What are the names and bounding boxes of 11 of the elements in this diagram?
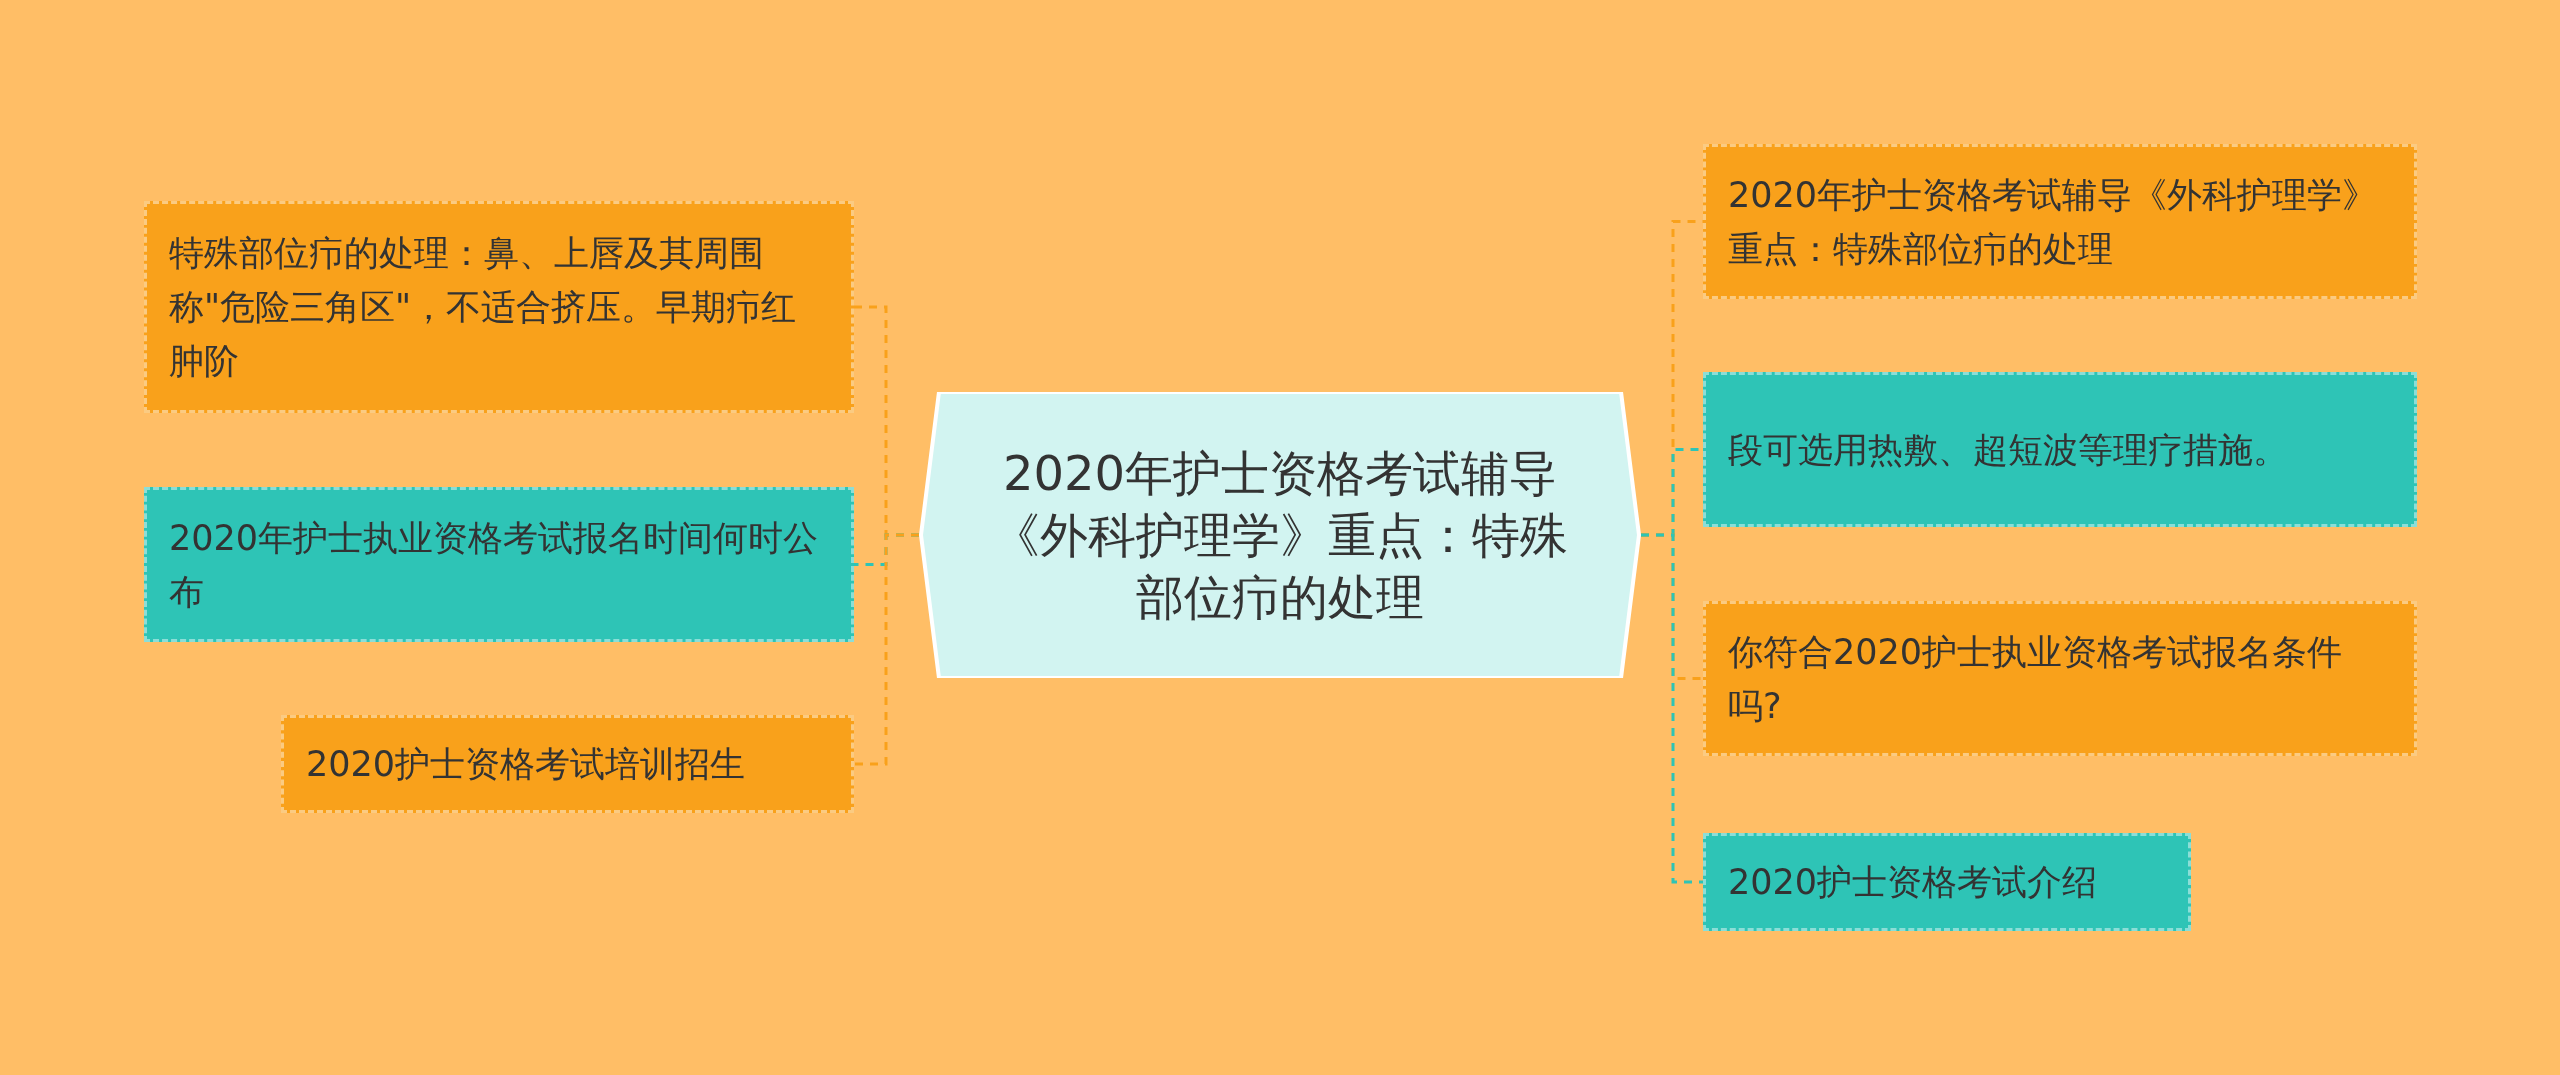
connector-line bbox=[854, 533, 919, 766]
topic-box: 2020年护士执业资格考试报名时间何时公布 bbox=[144, 487, 854, 642]
topic-text: 2020年护士资格考试辅导《外科护理学》重点：特殊部位疖的处理 bbox=[991, 444, 1569, 627]
topic-hexagon bbox=[919, 392, 1641, 678]
topic-box: 特殊部位疖的处理：鼻、上唇及其周围称"危险三角区"，不适合挤压。早期疖红肿阶 bbox=[144, 201, 854, 413]
connector-line bbox=[1641, 533, 1703, 884]
topic-box: 你符合2020护士执业资格考试报名条件吗? bbox=[1703, 601, 2417, 756]
topic-box: 2020护士资格考试介绍 bbox=[1703, 833, 2191, 931]
topic-box: 2020护士资格考试培训招生 bbox=[281, 715, 854, 813]
topic-box: 段可选用热敷、超短波等理疗措施。 bbox=[1703, 372, 2417, 527]
topic-box: 2020年护士资格考试辅导《外科护理学》重点：特殊部位疖的处理 bbox=[1703, 144, 2417, 299]
